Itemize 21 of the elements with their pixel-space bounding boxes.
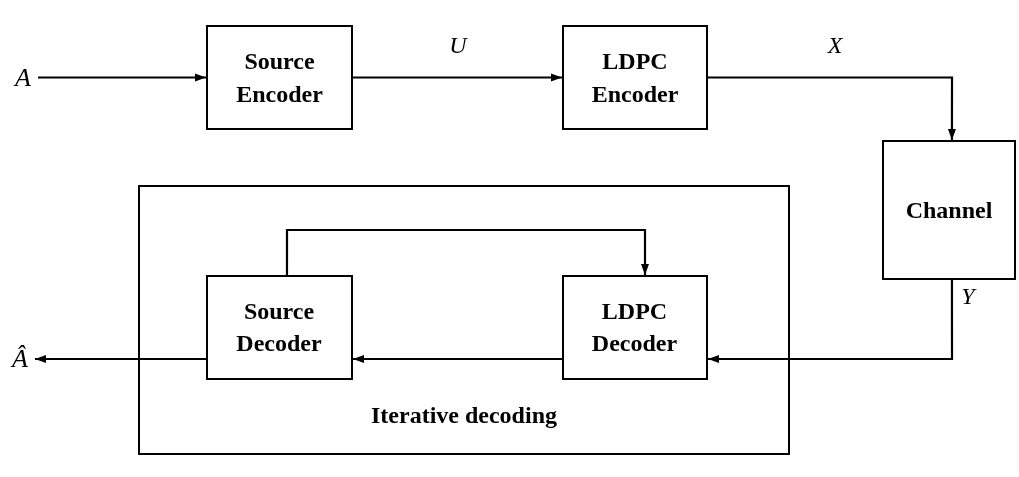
arrow [708,280,954,363]
process-box [562,25,708,130]
box-label: LDPC Encoder [590,47,680,109]
arrow [708,76,956,140]
math-symbol: Â [12,346,28,372]
process-box [205,274,353,380]
arrow [35,355,206,363]
box-label: Source Decoder [235,296,323,358]
box-label: Source Encoder [235,47,324,109]
arrow [353,73,562,82]
process-box [561,274,708,380]
arrow [38,73,206,82]
arrow [353,355,562,363]
box-label: Channel [904,195,994,225]
box-label: LDPC Decoder [590,296,679,358]
process-box [882,140,1016,280]
group-box [138,185,790,455]
math-symbol: A [15,64,31,91]
process-box [206,25,353,130]
arrow [285,228,649,275]
group-title: Iterative decoding [370,400,558,430]
